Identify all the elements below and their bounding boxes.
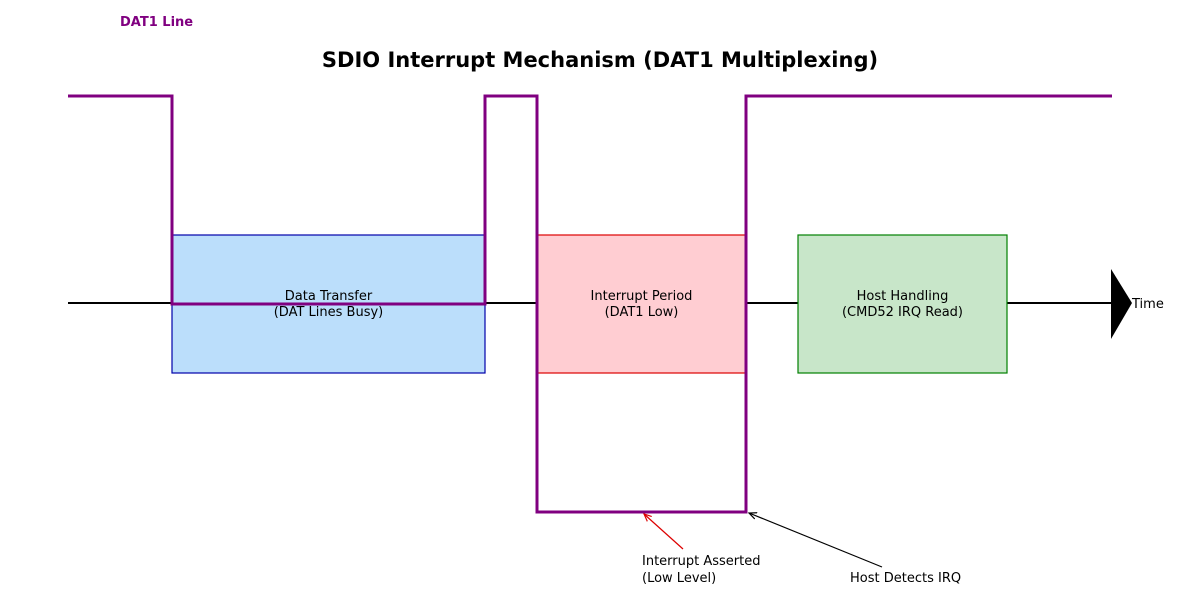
annotation-host-detects-irq: Host Detects IRQ (749, 513, 961, 586)
phase-label-line2: (DAT Lines Busy) (274, 305, 384, 320)
phase-label-line1: Interrupt Period (591, 289, 693, 304)
time-axis-label: Time (1131, 297, 1164, 312)
dat1-waveform (68, 94, 1112, 514)
phase-label-line1: Data Transfer (285, 289, 373, 304)
phase-host-handling: Host Handling (CMD52 IRQ Read) (797, 234, 1008, 374)
annotation-label-line1: Host Detects IRQ (850, 571, 961, 586)
phase-label-line2: (DAT1 Low) (605, 305, 679, 320)
diagram-title: SDIO Interrupt Mechanism (DAT1 Multiplex… (322, 48, 878, 72)
annotation-label-line2: (Low Level) (642, 571, 716, 586)
annotation-interrupt-asserted: Interrupt Asserted (Low Level) (642, 514, 760, 586)
phase-label-line2: (CMD52 IRQ Read) (842, 305, 963, 320)
phase-box (536, 234, 747, 374)
annotation-arrow (644, 514, 684, 550)
signal-label: DAT1 Line (120, 15, 193, 30)
annotation-arrow (749, 513, 883, 568)
annotation-label-line1: Interrupt Asserted (642, 554, 760, 569)
time-axis-arrowhead (1111, 269, 1132, 339)
phase-interrupt-period: Interrupt Period (DAT1 Low) (536, 234, 747, 374)
phase-label-line1: Host Handling (857, 289, 949, 304)
phase-box (797, 234, 1008, 374)
